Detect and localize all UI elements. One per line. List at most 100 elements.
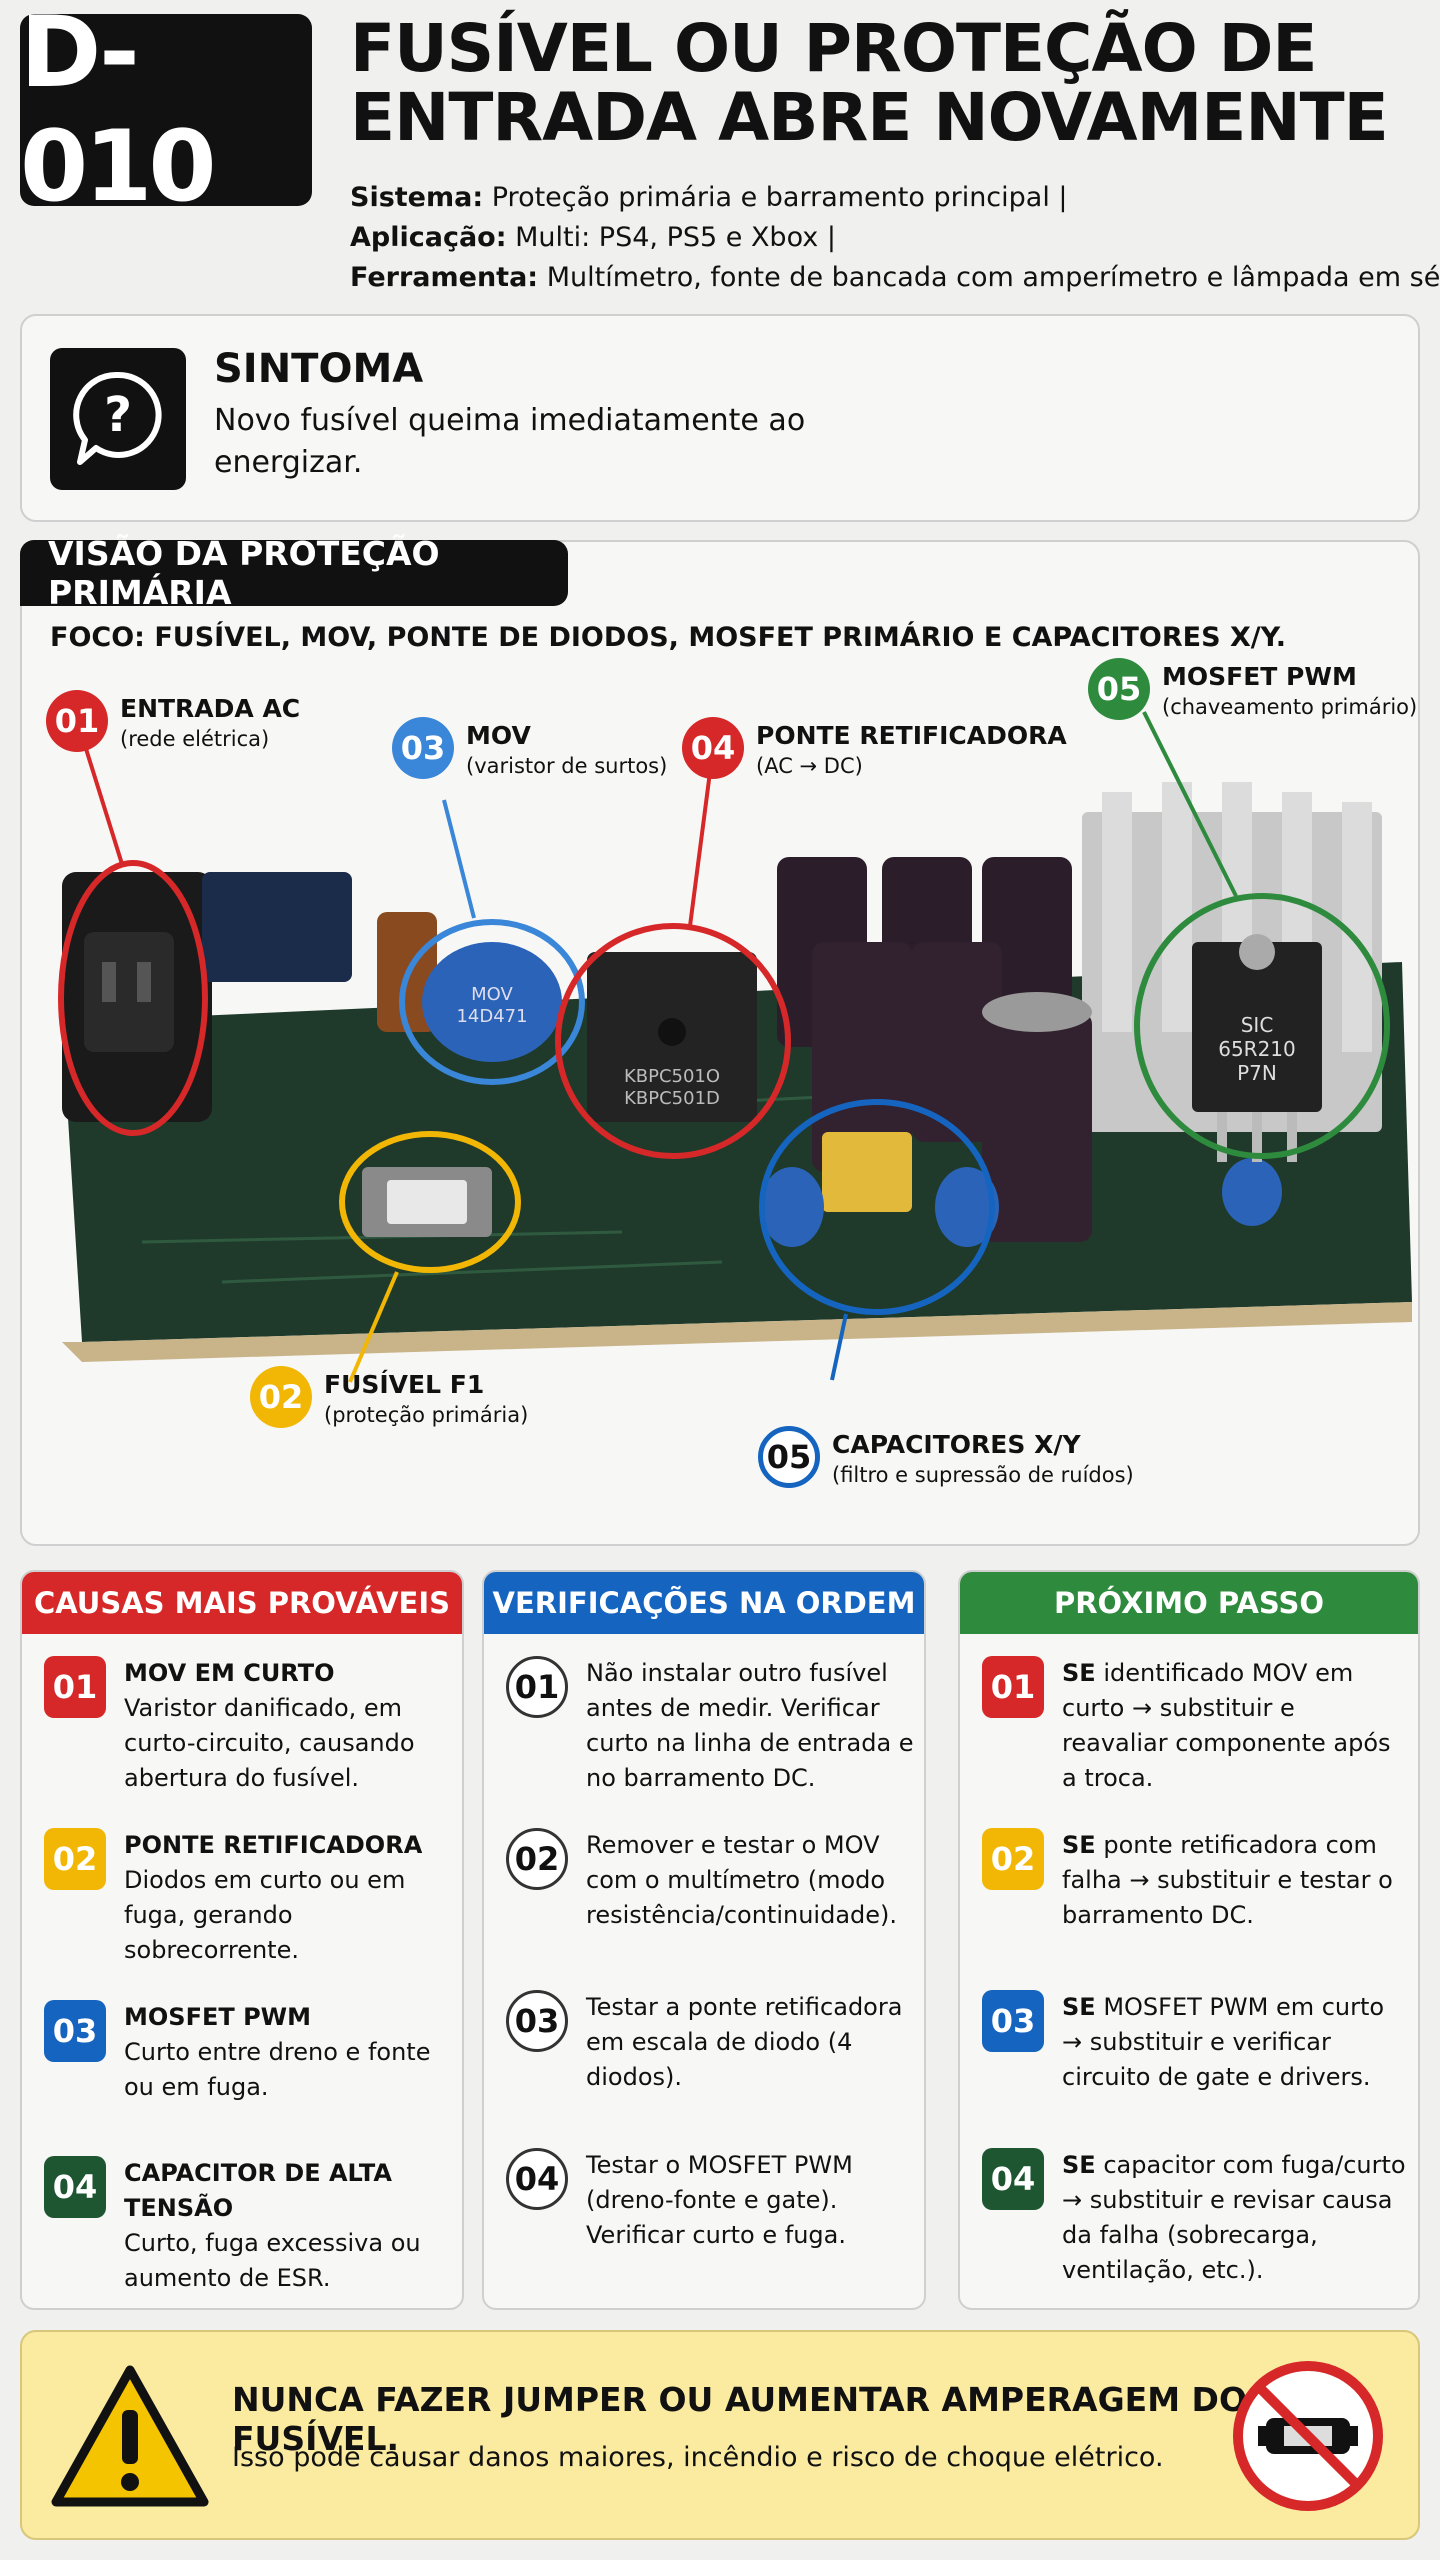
callout-xy-caps: 05 CAPACITORES X/Y(filtro e supressão de… — [758, 1426, 1134, 1488]
callout-number: 02 — [250, 1366, 312, 1428]
svg-text:?: ? — [104, 387, 132, 443]
pcb-illustration: MOV 14D471 KBPC501O KBPC501D — [58, 703, 1412, 1383]
warning-banner: NUNCA FAZER JUMPER OU AUMENTAR AMPERAGEM… — [20, 2330, 1420, 2540]
next-step-header: PRÓXIMO PASSO — [960, 1572, 1418, 1634]
warning-text: Isso pode causar danos maiores, incêndio… — [232, 2442, 1164, 2473]
highlight-fuse — [339, 1131, 521, 1273]
symptom-text: Novo fusível queima imediatamente ao ene… — [214, 403, 806, 480]
next-item: 03 SE MOSFET PWM em curto → substituir e… — [982, 1990, 1408, 2095]
cause-text: Curto entre dreno e fonte ou em fuga. — [124, 2038, 431, 2101]
question-bubble-icon: ? — [50, 348, 186, 490]
electrolytic-capacitors — [777, 857, 1092, 1242]
next-step-column: PRÓXIMO PASSO 01 SE identificado MOV em … — [958, 1570, 1420, 2310]
bridge-marking-1: KBPC501O — [624, 1066, 720, 1087]
arrow-fuse — [348, 1271, 399, 1383]
next-number: 03 — [982, 1990, 1044, 2052]
highlight-xy-caps — [759, 1099, 995, 1315]
check-item: 03 Testar a ponte retificadora em escala… — [506, 1990, 914, 2095]
cause-text: Diodos em curto ou em fuga, gerando sobr… — [124, 1866, 406, 1964]
callout-sub: (rede elétrica) — [120, 727, 270, 751]
check-item: 02 Remover e testar o MOV com o multímet… — [506, 1828, 914, 1933]
bridge-rectifier: KBPC501O KBPC501D — [587, 952, 757, 1122]
arrow-mosfet — [1142, 711, 1238, 897]
cause-title: MOV EM CURTO — [124, 1659, 335, 1687]
highlight-mov — [399, 919, 585, 1085]
next-number: 04 — [982, 2148, 1044, 2210]
warning-triangle-icon — [51, 2365, 209, 2507]
callout-label: FUSÍVEL F1 — [324, 1370, 485, 1399]
cause-item: 04 CAPACITOR DE ALTA TENSÃO Curto, fuga e… — [44, 2156, 452, 2296]
meta-info: Sistema: Proteção primária e barramento … — [350, 178, 1440, 298]
diagram-tab-title: VISÃO DA PROTEÇÃO PRIMÁRIA — [20, 534, 568, 612]
fuse-component — [362, 1167, 492, 1237]
check-item: 01 Não instalar outro fusível antes de m… — [506, 1656, 914, 1796]
cause-number: 04 — [44, 2156, 106, 2218]
meta-sistema-label: Sistema: — [350, 182, 484, 213]
next-item: 01 SE identificado MOV em curto → substi… — [982, 1656, 1408, 1796]
mosfet-component: SIC 65R210 P7N — [1192, 934, 1322, 1162]
next-text: capacitor com fuga/curto → substituir e … — [1062, 2151, 1406, 2284]
check-item: 04 Testar o MOSFET PWM (dreno-fonte e ga… — [506, 2148, 914, 2253]
causes-header: CAUSAS MAIS PROVÁVEIS — [22, 1572, 462, 1634]
meta-ferramenta-label: Ferramenta: — [350, 262, 539, 293]
cause-text: Varistor danificado, em curto-circuito, … — [124, 1694, 415, 1792]
check-number: 03 — [506, 1990, 568, 2052]
meta-ferramenta: Ferramenta: Multímetro, fonte de bancada… — [350, 258, 1440, 298]
callout-sub: (proteção primária) — [324, 1403, 529, 1427]
meta-aplicacao-label: Aplicação: — [350, 222, 507, 253]
next-item: 02 SE ponte retificadora com falha → sub… — [982, 1828, 1408, 1933]
cause-item: 03 MOSFET PWM Curto entre dreno e fonte o… — [44, 2000, 452, 2105]
symptom-title: SINTOMA — [214, 346, 424, 392]
highlight-ac-input — [58, 860, 208, 1136]
next-number: 01 — [982, 1656, 1044, 1718]
callout-number: 01 — [46, 690, 108, 752]
bridge-marking-2: KBPC501D — [624, 1088, 720, 1109]
cause-text: Curto, fuga excessiva ou aumento de ESR. — [124, 2229, 421, 2292]
check-number: 01 — [506, 1656, 568, 1718]
mosfet-marking-2: 65R210 — [1218, 1037, 1296, 1061]
callout-label: PONTE RETIFICADORA — [756, 721, 1067, 750]
highlight-mosfet — [1134, 893, 1390, 1159]
check-text: Não instalar outro fusível antes de medi… — [586, 1659, 914, 1792]
callout-label: MOSFET PWM — [1162, 662, 1357, 691]
next-prefix: SE — [1062, 1831, 1096, 1859]
mosfet-marking-1: SIC — [1241, 1013, 1274, 1037]
cause-number: 03 — [44, 2000, 106, 2062]
meta-sistema: Sistema: Proteção primária e barramento … — [350, 178, 1430, 218]
diagram-focus: FOCO: FUSÍVEL, MOV, PONTE DE DIODOS, MOS… — [50, 622, 1286, 653]
title-line-2: ENTRADA ABRE NOVAMENTE — [350, 79, 1389, 157]
next-number: 02 — [982, 1828, 1044, 1890]
cause-number: 01 — [44, 1656, 106, 1718]
checks-column: VERIFICAÇÕES NA ORDEM 01 Não instalar ou… — [482, 1570, 926, 2310]
mosfet-marking-3: P7N — [1237, 1061, 1277, 1085]
callout-label: CAPACITORES X/Y — [832, 1430, 1081, 1459]
callout-sub: (AC → DC) — [756, 754, 863, 778]
callout-number: 04 — [682, 717, 744, 779]
callout-label: MOV — [466, 721, 531, 750]
meta-sistema-value: Proteção primária e barramento principal… — [491, 182, 1068, 213]
no-jumper-fuse-icon — [1233, 2361, 1383, 2511]
check-number: 02 — [506, 1828, 568, 1890]
arrow-mov — [442, 799, 476, 919]
next-text: MOSFET PWM em curto → substituir e verif… — [1062, 1993, 1385, 2091]
causes-column: CAUSAS MAIS PROVÁVEIS 01 MOV EM CURTO Var… — [20, 1570, 464, 2310]
next-prefix: SE — [1062, 1993, 1096, 2021]
callout-bridge: 04 PONTE RETIFICADORA (AC → DC) — [682, 717, 1067, 779]
next-item: 04 SE capacitor com fuga/curto → substit… — [982, 2148, 1408, 2288]
cause-title: MOSFET PWM — [124, 2003, 312, 2031]
meta-aplicacao-value: Multi: PS4, PS5 e Xbox | — [515, 222, 836, 253]
mov-marking-2: 14D471 — [456, 1006, 527, 1027]
check-text: Testar a ponte retificadora em escala de… — [586, 1993, 903, 2091]
cause-number: 02 — [44, 1828, 106, 1890]
title-line-1: FUSÍVEL OU PROTEÇÃO DE — [350, 10, 1318, 87]
next-text: identificado MOV em curto → substituir e… — [1062, 1659, 1391, 1792]
arrow-xy-caps — [830, 1313, 848, 1381]
callout-label: ENTRADA AC — [120, 694, 301, 723]
check-number: 04 — [506, 2148, 568, 2210]
code-badge: D-010 — [20, 0, 312, 224]
cause-title: CAPACITOR DE ALTA TENSÃO — [124, 2159, 392, 2222]
page-title: FUSÍVEL OU PROTEÇÃO DE ENTRADA ABRE NOVA… — [350, 14, 1420, 153]
primary-protection-diagram: MOV 14D471 KBPC501O KBPC501D — [20, 534, 1420, 1546]
warning-title: NUNCA FAZER JUMPER OU AUMENTAR AMPERAGEM… — [232, 2380, 1247, 2458]
